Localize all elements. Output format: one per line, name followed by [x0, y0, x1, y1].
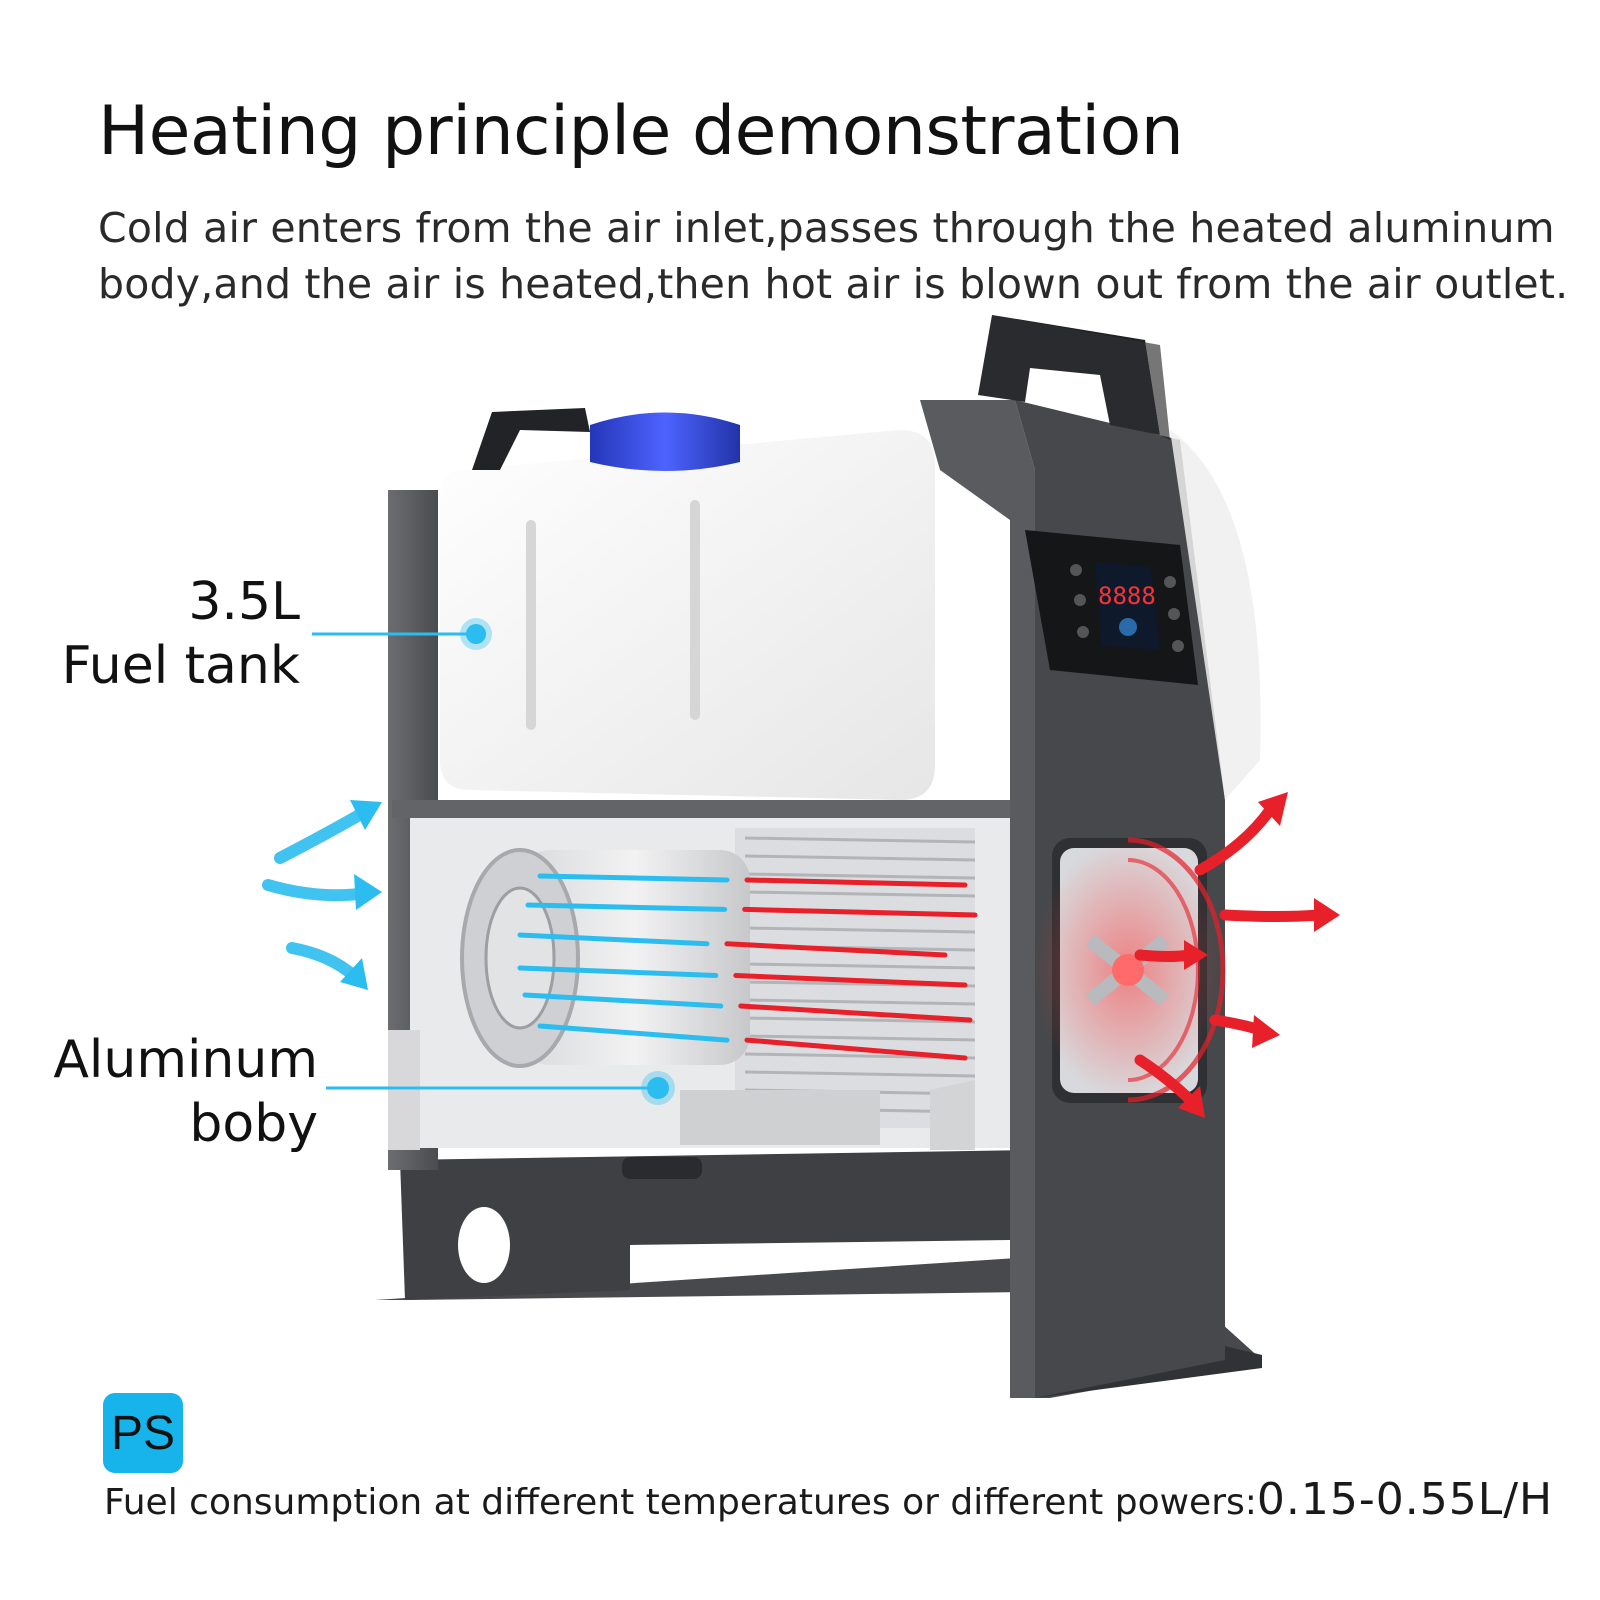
- cold-air-arrow-icon: [354, 874, 382, 910]
- cold-air-arrow-icon: [286, 942, 360, 982]
- description-line: Cold air enters from the air inlet,passe…: [98, 204, 1555, 252]
- fuel-consumption-value: 0.15-0.55L/H: [1256, 1474, 1554, 1525]
- fuel-cap: [590, 412, 740, 471]
- cold-air-arrow-icon: [274, 804, 374, 864]
- hot-airflow-line: [742, 906, 978, 918]
- callout-dot-icon: [466, 624, 486, 644]
- fin-line: [744, 962, 976, 970]
- heating-compartment: [388, 818, 1010, 1179]
- hot-airflow-line: [744, 877, 968, 888]
- cold-air-arrow-icon: [350, 800, 382, 830]
- hot-airflow-line: [733, 972, 968, 988]
- controller-display: 8888: [1098, 582, 1156, 610]
- hot-air-arrow-icon: [1184, 940, 1208, 970]
- cold-air-arrow-icon: [262, 879, 372, 902]
- cold-airflow-line: [517, 965, 719, 978]
- fin-line: [744, 1070, 976, 1078]
- hot-air-arrow-icon: [1134, 1054, 1196, 1106]
- hot-air-arrow-icon: [1314, 898, 1340, 932]
- fuel-tank: [440, 408, 935, 800]
- description: Cold air enters from the air inlet,passe…: [98, 200, 1569, 312]
- hot-airflow-line: [738, 1003, 973, 1023]
- hot-air-arrow-icon: [1134, 949, 1196, 962]
- cold-airflow-line: [537, 873, 730, 883]
- aluminum-body-line1: Aluminum: [53, 1030, 318, 1090]
- hot-air-arrow-icon: [1178, 1086, 1205, 1118]
- fuel-tank-name: Fuel tank: [61, 636, 300, 696]
- fuel-consumption-note: Fuel consumption at different temperatur…: [104, 1474, 1553, 1525]
- fuel-tank-capacity: 3.5L: [188, 572, 300, 632]
- fuel-consumption-text: Fuel consumption at different temperatur…: [104, 1482, 1257, 1523]
- fin-line: [744, 998, 976, 1006]
- fin-line: [744, 1016, 976, 1024]
- aluminum-body-label: Aluminum boby: [53, 1028, 318, 1156]
- air-outlet: [1033, 837, 1226, 1103]
- cold-airflow-line: [522, 992, 724, 1009]
- cold-air-arrows: [262, 800, 382, 990]
- fin-line: [744, 890, 976, 898]
- fin-line: [744, 836, 976, 844]
- hot-air-arrows: [1134, 792, 1340, 1118]
- fin-line: [744, 872, 976, 880]
- page-title: Heating principle demonstration: [98, 92, 1184, 171]
- callout-dot-icon: [647, 1077, 669, 1099]
- ps-badge: PS: [103, 1393, 183, 1473]
- controller-panel: 8888: [1025, 530, 1198, 685]
- cold-airflow-line: [537, 1023, 730, 1043]
- hot-airflow-line: [744, 1037, 968, 1061]
- hot-air-arrow-icon: [1258, 792, 1288, 826]
- carry-handle: [978, 315, 1160, 435]
- hot-air-arrow-icon: [1194, 804, 1276, 876]
- description-line: body,and the air is heated,then hot air …: [98, 260, 1569, 308]
- cold-airflow-line: [517, 932, 710, 947]
- airflow-lines: [517, 873, 978, 1061]
- aluminum-body-line2: boby: [189, 1094, 318, 1154]
- cold-air-arrow-icon: [340, 958, 368, 990]
- hot-airflow-line: [724, 941, 948, 958]
- fin-line: [744, 926, 976, 934]
- cold-airflow-line: [525, 902, 728, 912]
- hot-air-arrow-icon: [1219, 909, 1326, 922]
- fin-line: [744, 854, 976, 862]
- fuel-tank-label: 3.5L Fuel tank: [62, 570, 300, 698]
- fin-line: [744, 1034, 976, 1042]
- callout-leaders: [312, 618, 675, 1105]
- hot-air-arrow-icon: [1252, 1015, 1280, 1048]
